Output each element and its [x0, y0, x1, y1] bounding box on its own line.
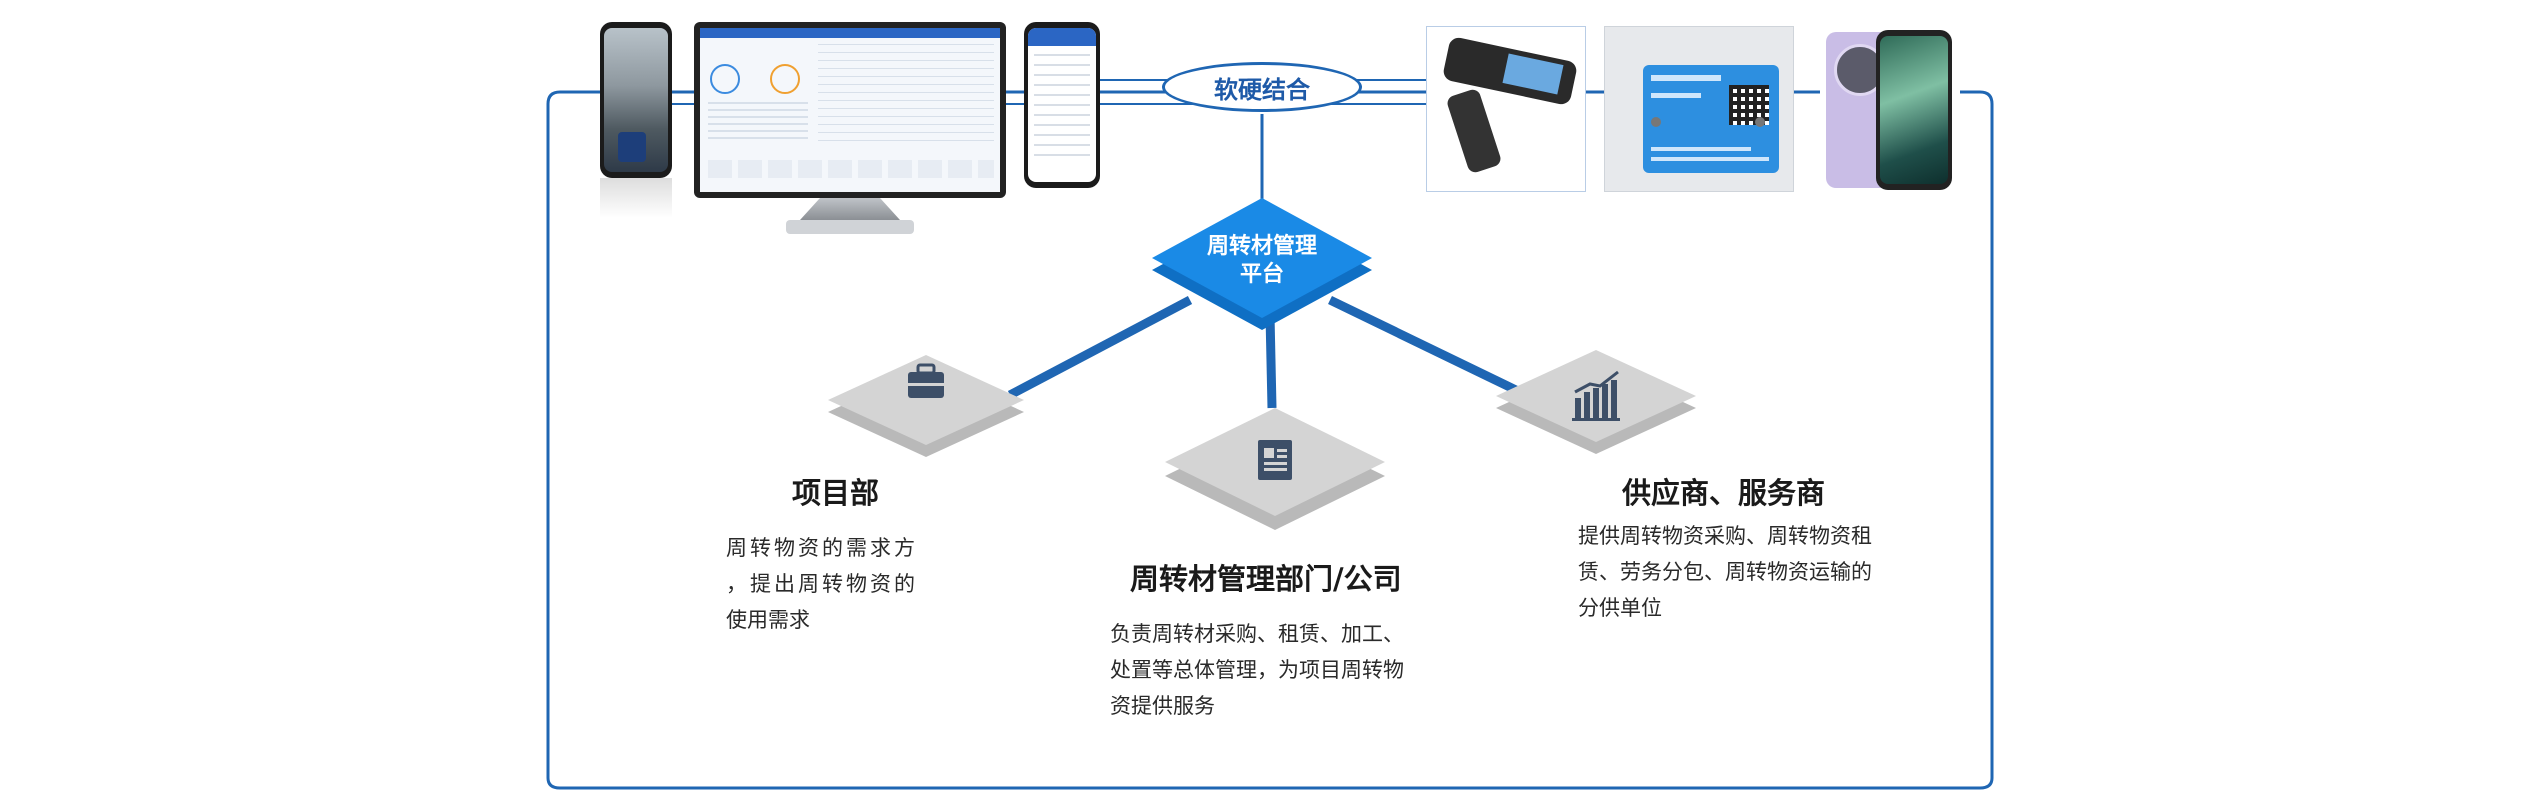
- platform-label-line2: 平台: [1239, 262, 1284, 287]
- platform-label-line1: 周转材管理: [1206, 234, 1317, 259]
- department-description: 负责周转材采购、租赁、加工、 处置等总体管理，为项目周转物 资提供服务: [1110, 616, 1470, 724]
- project-desc-line: ，提出周转物资的: [726, 572, 918, 596]
- supplier-desc-line: 分供单位: [1578, 596, 1662, 620]
- platform-diamond: [1152, 198, 1372, 330]
- soft-hard-pill: 软硬结合: [1162, 62, 1362, 112]
- scanner-image: [1426, 26, 1586, 192]
- supplier-desc-line: 提供周转物资采购、周转物资租: [1578, 524, 1872, 548]
- supplier-desc-line: 赁、劳务分包、周转物资运输的: [1578, 560, 1872, 584]
- department-desc-line: 负责周转材采购、租赁、加工、: [1110, 622, 1404, 646]
- rfid-tag-image: [1604, 26, 1794, 192]
- phone-image-middle: [1024, 22, 1100, 188]
- phone-image-left: [600, 22, 672, 178]
- phone-image-right: [1820, 24, 1960, 194]
- supplier-description: 提供周转物资采购、周转物资租 赁、劳务分包、周转物资运输的 分供单位: [1578, 518, 1958, 626]
- briefcase-icon: [908, 363, 944, 398]
- department-desc-line: 资提供服务: [1110, 694, 1215, 718]
- soft-hard-label: 软硬结合: [1214, 75, 1310, 104]
- department-title: 周转材管理部门/公司: [1130, 562, 1402, 596]
- phone-reflection-left: [600, 178, 672, 218]
- document-icon: [1258, 440, 1292, 480]
- project-desc-line: 周转物资的需求方: [726, 536, 918, 560]
- monitor-image: [694, 22, 1006, 198]
- monitor-base: [786, 220, 914, 234]
- bar-chart-icon: [1572, 370, 1620, 421]
- project-tile: [828, 355, 1024, 457]
- project-description: 周转物资的需求方 ，提出周转物资的 使用需求: [726, 530, 966, 638]
- project-title: 项目部: [792, 476, 880, 510]
- department-desc-line: 处置等总体管理，为项目周转物: [1110, 658, 1404, 682]
- outer-frame: [546, 90, 1994, 790]
- platform-label: 周转材管理 平台: [1182, 233, 1342, 289]
- monitor-stand: [800, 198, 900, 220]
- project-desc-line: 使用需求: [726, 608, 810, 632]
- supplier-title: 供应商、服务商: [1622, 476, 1826, 510]
